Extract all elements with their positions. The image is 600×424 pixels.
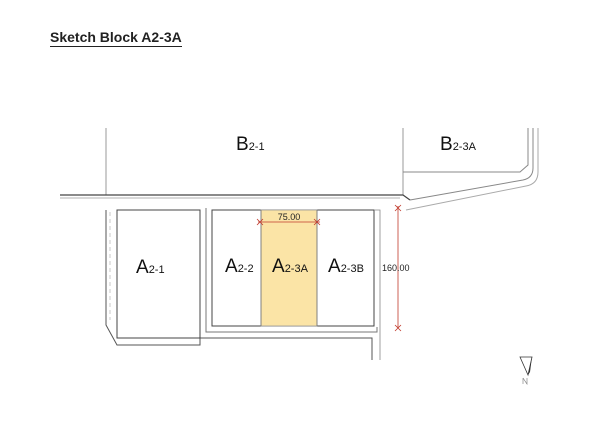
north-arrow-icon <box>519 356 533 385</box>
block-group-right-extension <box>374 209 381 360</box>
height-dimension-tick-top <box>394 204 402 212</box>
page-title: Sketch Block A2-3A <box>50 29 182 47</box>
road-line-top <box>60 194 411 201</box>
block-group-outer <box>205 208 378 333</box>
width-dimension-label: 75.00 <box>278 212 301 222</box>
block-a2-3b-label: A2-3B <box>328 256 364 277</box>
block-b2-3a-outline <box>403 128 529 173</box>
height-dimension-tick-bottom <box>394 324 402 332</box>
block-a2-2-label: A2-2 <box>225 256 254 277</box>
height-dimension-label: 160.00 <box>382 263 410 273</box>
block-a2-1 <box>116 209 201 339</box>
block-b2-1-label: B2-1 <box>236 134 265 155</box>
block-a2-1-outer <box>105 210 373 360</box>
block-b2-3a-label: B2-3A <box>440 134 477 155</box>
road-curve-inner <box>405 128 539 211</box>
block-a2-1-label: A2-1 <box>136 257 165 278</box>
width-dimension-tick-right <box>313 218 321 226</box>
road-curve-outer <box>409 128 534 201</box>
width-dimension-tick-left <box>256 218 264 226</box>
block-a2-3a-label: A2-3A <box>272 256 309 277</box>
